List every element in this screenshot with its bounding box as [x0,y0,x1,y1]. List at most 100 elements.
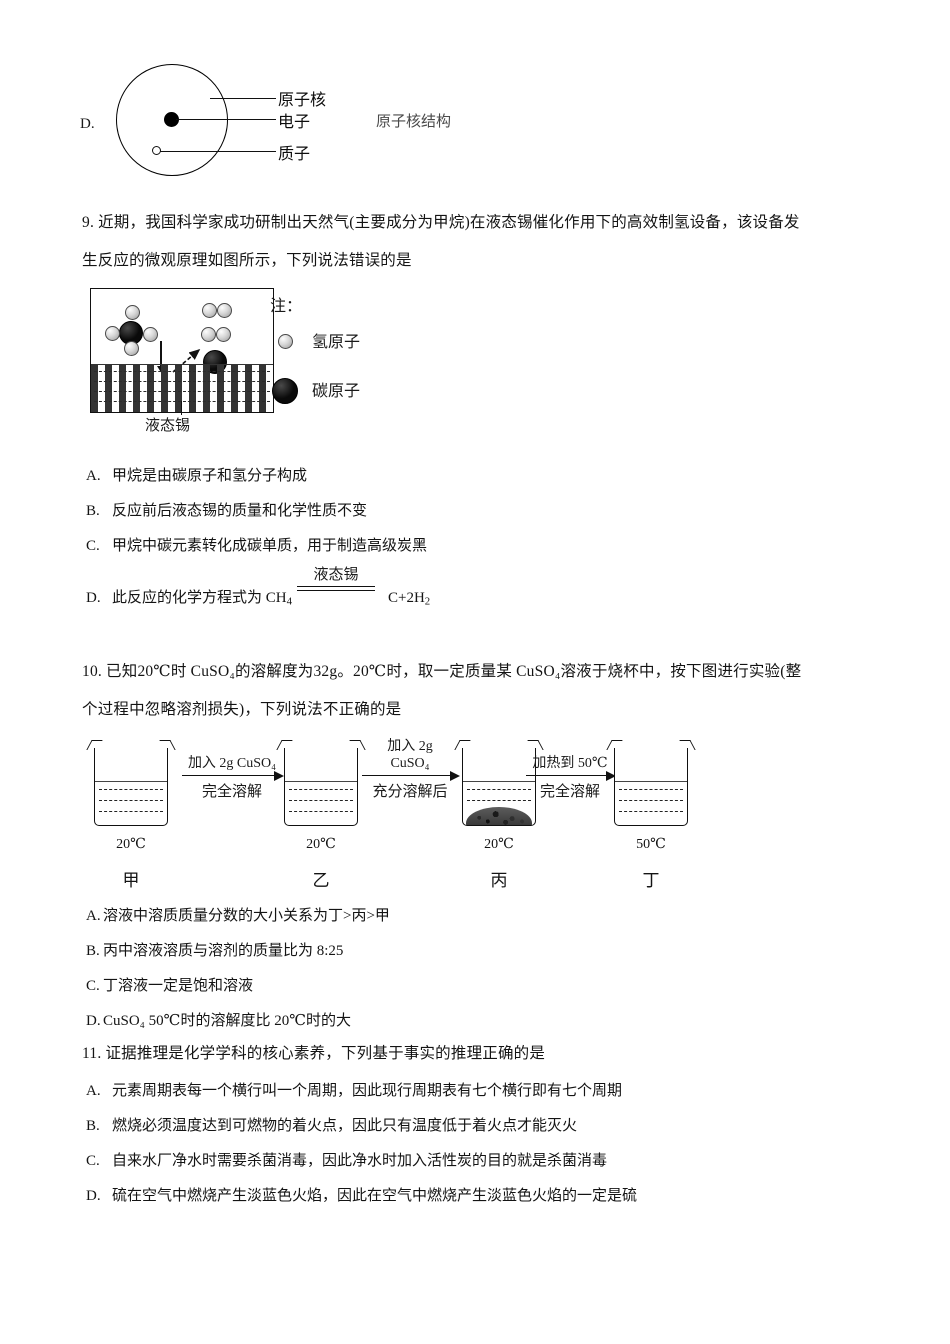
hydrogen-atom-icon [278,334,293,349]
solution-liquid [463,781,535,825]
label-nucleus: 原子核 [278,92,327,109]
hydrogen-subscript: 2 [424,595,431,608]
question-10-figure: 20℃ 甲 加入 2g CuSO₄ 完全溶解 20℃ 乙 加入 2g CuSO₄… [90,739,710,890]
option-c-label: C. [86,1153,100,1169]
option-d-label: D. [86,1013,101,1029]
arrow-1-below-label: 完全溶解 [201,784,263,800]
question-10-option-d[interactable]: D.CuSO₄ 50℃时的溶解度比 20℃时的大 [86,1011,351,1032]
carbon-atom-icon [272,378,298,404]
reaction-arrow-1: 加入 2g CuSO₄ 完全溶解 [182,746,284,800]
arrow-3-below-label: 完全溶解 [539,784,601,800]
equation-condition: 液态锡 [297,563,375,591]
leader-line-nucleus [210,98,276,99]
arrow-up-right-icon [172,348,201,373]
beaker-ding-temperature: 50℃ [636,837,666,852]
question-9-option-b[interactable]: B.反应前后液态锡的质量和化学性质不变 [86,501,367,522]
solution-liquid [285,781,357,825]
atom-figure-caption: 原子核结构 [376,114,452,130]
option-a-text: 溶液中溶质质量分数的大小关系为丁>丙>甲 [103,908,390,924]
solution-liquid [95,781,167,825]
methane-subscript: 4 [286,595,292,608]
question-10-option-a[interactable]: A.溶液中溶质质量分数的大小关系为丁>丙>甲 [86,906,390,927]
option-c-text: 自来水厂净水时需要杀菌消毒，因此净水时加入活性炭的目的就是杀菌消毒 [112,1153,608,1169]
question-11-option-a[interactable]: A. 元素周期表每一个横行叫一个周期，因此现行周期表有七个横行即有七个周期 [86,1081,622,1102]
beaker-ding [614,740,688,826]
beaker-bing-name: 丙 [490,871,508,890]
hydrogen-atom-in-h2 [201,327,216,342]
arrow-2-above-label: 加入 2g CuSO₄ [387,739,433,771]
question-9-option-d[interactable]: D. 此反应的化学方程式为 CH4 C+2H2 [86,588,430,613]
hydrogen-atom-in-methane [143,327,158,342]
beaker-body [614,748,688,826]
option-c-text: 甲烷中碳元素转化成碳单质，用于制造高级炭黑 [112,538,428,554]
legend-title: 注： [270,298,303,315]
question-9-figure: 液态锡 注： 氢原子 碳原子 [90,288,410,443]
beaker-bing-temperature: 20℃ [484,837,514,852]
question-9-option-a[interactable]: A. 甲烷是由碳原子和氢分子构成 [86,466,307,487]
option-b-label: B. [86,503,100,519]
liquid-tin-label: 液态锡 [145,418,191,434]
hydrogen-atom-in-methane [105,326,120,341]
option-b-label: B. [86,943,100,959]
undissolved-solid [466,807,532,825]
beaker-yi-temperature: 20℃ [306,837,336,852]
option-a-text: 甲烷是由碳原子和氢分子构成 [112,468,308,484]
option-d-text: 硫在空气中燃烧产生淡蓝色火焰，因此在空气中燃烧产生淡蓝色火焰的一定是硫 [112,1188,638,1204]
beaker-jia [94,740,168,826]
solution-liquid [615,781,687,825]
hydrogen-atom-in-methane [124,341,139,356]
question-10-option-c[interactable]: C.丁溶液一定是饱和溶液 [86,976,253,997]
beaker-yi-name: 乙 [312,871,330,890]
equation-condition-text: 液态锡 [313,567,359,583]
question-9-stem-line-2: 生反应的微观原理如图所示，下列说法错误的是 [82,252,412,269]
hydrogen-atom-in-h2 [202,303,217,318]
reaction-arrow-2: 加入 2g CuSO₄ 充分溶解后 [362,732,460,800]
option-c-text: 丁溶液一定是饱和溶液 [103,978,254,994]
question-11-option-c[interactable]: C. 自来水厂净水时需要杀菌消毒，因此净水时加入活性炭的目的就是杀菌消毒 [86,1151,607,1172]
option-a-label: A. [86,1083,101,1099]
atom-structure-figure: D. 原子核 电子 质子 原子核结构 [78,58,508,188]
option-c-label: C. [86,978,100,994]
atom-outer-circle [116,64,228,176]
option-a-text: 元素周期表每一个横行叫一个周期，因此现行周期表有七个横行即有七个周期 [112,1083,623,1099]
beaker-yi [284,740,358,826]
beaker-jia-temperature: 20℃ [116,837,146,852]
option-a-label: A. [86,468,101,484]
arrow-3-above-label: 加热到 50℃ [532,756,608,771]
equation-double-rule [297,586,375,591]
proton-dot-icon [152,146,161,155]
legend-hydrogen-label: 氢原子 [312,334,361,351]
option-b-text: 丙中溶液溶质与溶剂的质量比为 8:25 [103,943,344,959]
liquid-tin-pointer [181,401,182,415]
option-d-label: D. [86,590,101,606]
arrow-1-line [182,771,284,781]
beaker-body [94,748,168,826]
option-a-label: A. [86,908,101,924]
liquid-tin-layer [91,364,273,412]
question-9-option-c[interactable]: C. 甲烷中碳元素转化成碳单质，用于制造高级炭黑 [86,536,427,557]
question-11-stem: 11. 证据推理是化学学科的核心素养，下列基于事实的推理正确的是 [82,1045,546,1062]
reaction-chamber [90,288,274,413]
hydrogen-atom-in-methane [125,305,140,320]
question-9-stem-line-1: 9. 近期，我国科学家成功研制出天然气(主要成分为甲烷)在液态锡催化作用下的高效… [82,214,800,231]
option-b-label: B. [86,1118,100,1134]
leader-line-proton [160,151,276,152]
question-10-option-b[interactable]: B.丙中溶液溶质与溶剂的质量比为 8:25 [86,941,343,962]
beaker-body [284,748,358,826]
question-11-option-b[interactable]: B. 燃烧必须温度达到可燃物的着火点，因此只有温度低于着火点才能灭火 [86,1116,577,1137]
option-d-text: CuSO₄ 50℃时的溶解度比 20℃时的大 [103,1013,351,1029]
option-d-text: 此反应的化学方程式为 CH [112,590,287,606]
beaker-body [462,748,536,826]
label-proton: 质子 [278,146,311,163]
legend-carbon-label: 碳原子 [312,383,361,400]
option-b-text: 燃烧必须温度达到可燃物的着火点，因此只有温度低于着火点才能灭火 [112,1118,578,1134]
beaker-jia-name: 甲 [122,871,140,890]
leader-line-electron [176,119,276,120]
hydrogen-atom-in-h2 [217,303,232,318]
reaction-arrow-3: 加热到 50℃ 完全溶解 [526,748,616,800]
equation-product: C+2H [388,590,425,606]
arrow-2-line [362,771,460,781]
option-c-label: C. [86,538,100,554]
question-11-option-d[interactable]: D.硫在空气中燃烧产生淡蓝色火焰，因此在空气中燃烧产生淡蓝色火焰的一定是硫 [86,1186,637,1207]
nucleus-dot-icon [164,112,179,127]
